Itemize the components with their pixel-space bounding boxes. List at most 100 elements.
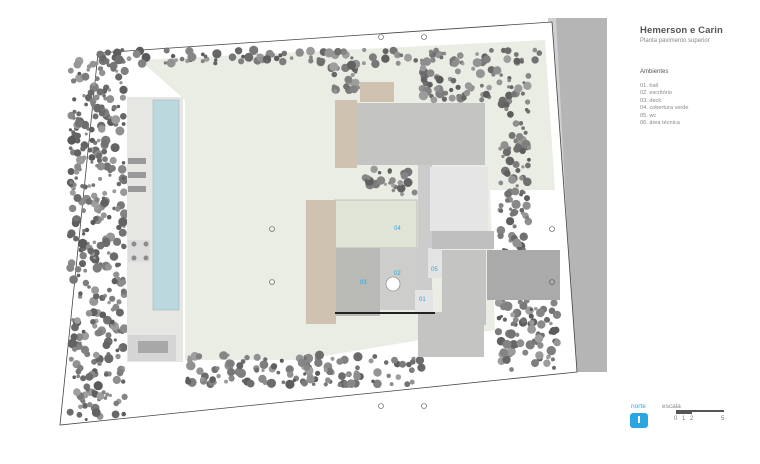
tree-mark — [66, 408, 74, 416]
tree-mark — [548, 330, 553, 335]
tree-mark — [66, 263, 75, 272]
tree-mark — [515, 332, 520, 337]
tree-mark — [71, 323, 79, 332]
tree-mark — [87, 184, 92, 188]
tree-mark — [524, 195, 530, 202]
tree-mark — [493, 66, 502, 75]
tree-mark — [506, 346, 516, 356]
room-legend: 01. hall 02. escritório 03. deck 04. cob… — [640, 83, 689, 127]
tree-mark — [76, 273, 81, 278]
tree-mark — [546, 355, 551, 360]
tree-mark — [370, 165, 378, 173]
tree-mark — [507, 85, 511, 89]
tree-mark — [525, 215, 529, 220]
tree-mark — [103, 96, 108, 101]
tree-mark — [121, 243, 127, 250]
tree-mark — [285, 365, 294, 374]
tree-mark — [82, 402, 88, 409]
tree-mark — [526, 145, 532, 150]
tree-mark — [241, 379, 246, 383]
tree-mark — [330, 356, 335, 361]
tree-mark — [510, 312, 516, 318]
tree-mark — [306, 46, 315, 56]
tree-mark — [350, 56, 354, 60]
tree-mark — [103, 315, 112, 325]
tree-mark — [97, 361, 102, 367]
tree-mark — [324, 48, 334, 58]
tree-mark — [503, 301, 513, 311]
tree-mark — [400, 192, 405, 197]
tree-mark — [84, 418, 88, 421]
tree-mark — [99, 69, 106, 77]
tree-mark — [326, 367, 334, 376]
tree-mark — [115, 348, 120, 353]
tree-mark — [81, 232, 86, 236]
tree-mark — [504, 47, 512, 55]
tree-mark — [76, 411, 83, 418]
tree-mark — [170, 53, 176, 59]
tree-mark — [132, 50, 141, 59]
tree-mark — [503, 55, 512, 63]
tree-mark — [518, 121, 524, 126]
tree-mark — [87, 247, 95, 255]
tree-mark — [78, 404, 83, 410]
tree-mark — [111, 410, 120, 419]
tree-mark — [454, 68, 461, 75]
tree-mark — [85, 387, 90, 392]
tree-mark — [519, 192, 524, 197]
tree-mark — [77, 71, 82, 76]
tree-mark — [383, 182, 387, 186]
tree-mark — [389, 382, 394, 387]
scale-tick: 5 — [721, 416, 725, 422]
wood-deck-top — [360, 82, 394, 102]
tree-mark — [511, 187, 520, 196]
tree-mark — [120, 66, 129, 76]
tree-mark — [240, 359, 246, 364]
tree-mark — [536, 50, 543, 56]
tree-mark — [403, 178, 413, 187]
tree-mark — [68, 356, 74, 362]
tree-mark — [512, 161, 520, 168]
tree-mark — [428, 49, 434, 54]
tree-mark — [121, 176, 126, 180]
tree-mark — [550, 299, 558, 307]
tree-mark — [521, 126, 525, 130]
tree-mark — [90, 160, 94, 164]
tree-mark — [419, 64, 427, 72]
tree-mark — [502, 148, 511, 157]
scale-tick: 2 — [690, 416, 694, 422]
tree-mark — [216, 373, 221, 379]
tree-mark — [100, 198, 110, 207]
tree-mark — [362, 47, 367, 53]
deck-room — [336, 248, 380, 316]
tree-mark — [76, 343, 83, 350]
tree-mark — [265, 59, 269, 63]
tree-mark — [227, 359, 235, 368]
tree-mark — [525, 99, 531, 105]
tree-mark — [513, 138, 519, 144]
tree-mark — [109, 252, 119, 261]
roof-north-left — [355, 103, 417, 165]
tree-mark — [448, 94, 456, 102]
tree-mark — [480, 83, 484, 88]
tree-mark — [419, 58, 424, 62]
tree-mark — [373, 379, 382, 389]
tree-mark — [93, 293, 100, 300]
tree-mark — [94, 76, 100, 82]
tree-mark — [101, 295, 106, 300]
scale-bar — [676, 410, 724, 412]
tree-mark — [430, 57, 436, 63]
tree-mark — [90, 319, 96, 325]
tree-mark — [112, 189, 117, 194]
tree-mark — [522, 190, 526, 195]
tree-mark — [69, 180, 74, 185]
tree-mark — [103, 396, 108, 400]
tree-mark — [474, 58, 482, 67]
tree-mark — [515, 168, 521, 173]
tree-mark — [112, 375, 121, 385]
scale-tick: 1 — [682, 416, 686, 422]
legend-item: 05. wc — [640, 112, 657, 119]
tree-mark — [397, 180, 404, 186]
tree-mark — [489, 48, 494, 53]
tree-mark — [244, 52, 254, 62]
